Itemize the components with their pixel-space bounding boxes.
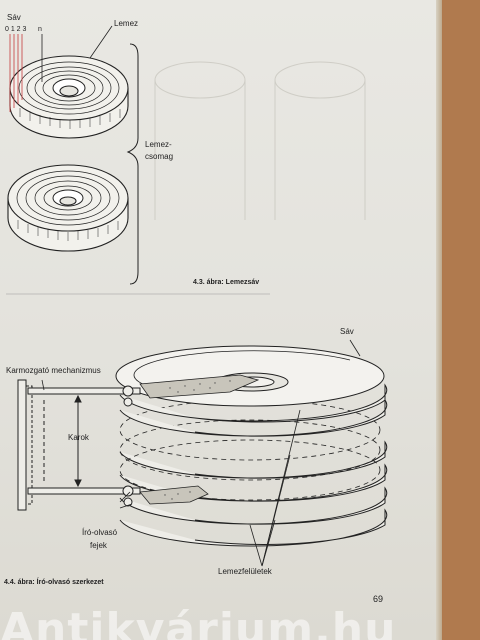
label-heads-line1: Író-olvasó [82, 528, 118, 537]
label-arms: Karok [68, 433, 89, 442]
label-track-sav: Sáv [7, 13, 21, 22]
upper-disk-2 [7, 164, 129, 252]
watermark-text: Antikvárium.hu [0, 608, 397, 640]
upper-disk-1 [9, 55, 129, 139]
page-number: 69 [373, 594, 384, 604]
arm-stipple [164, 380, 231, 500]
label-lemezcsomag-line2: csomag [145, 152, 174, 161]
label-lemezcsomag-line1: Lemez- [145, 140, 172, 149]
page-edge [436, 0, 442, 640]
show-through-art [154, 61, 366, 220]
arm-mechanism [17, 379, 141, 511]
label-track-numbers: 0 1 2 3 [5, 26, 27, 33]
label-lemez: Lemez [114, 19, 139, 28]
disk-stack [115, 345, 388, 547]
track-marker-lines [9, 34, 23, 112]
label-disk-surfaces: Lemezfelületek [218, 567, 272, 576]
caption-figure-4-4: 4.4. ábra: Író-olvasó szerkezet [4, 579, 104, 586]
caption-figure-4-3: 4.3. ábra: Lemezsáv [193, 279, 260, 286]
label-heads-line2: fejek [90, 541, 107, 550]
leader-lines [41, 339, 361, 567]
head-arms [139, 374, 260, 505]
label-sav: Sáv [340, 327, 354, 336]
label-arm-mechanism: Karmozgató mechanizmus [6, 366, 101, 375]
disk-pack-brace [126, 43, 139, 285]
lemez-pointer [89, 25, 113, 59]
label-track-n: n [38, 26, 42, 33]
